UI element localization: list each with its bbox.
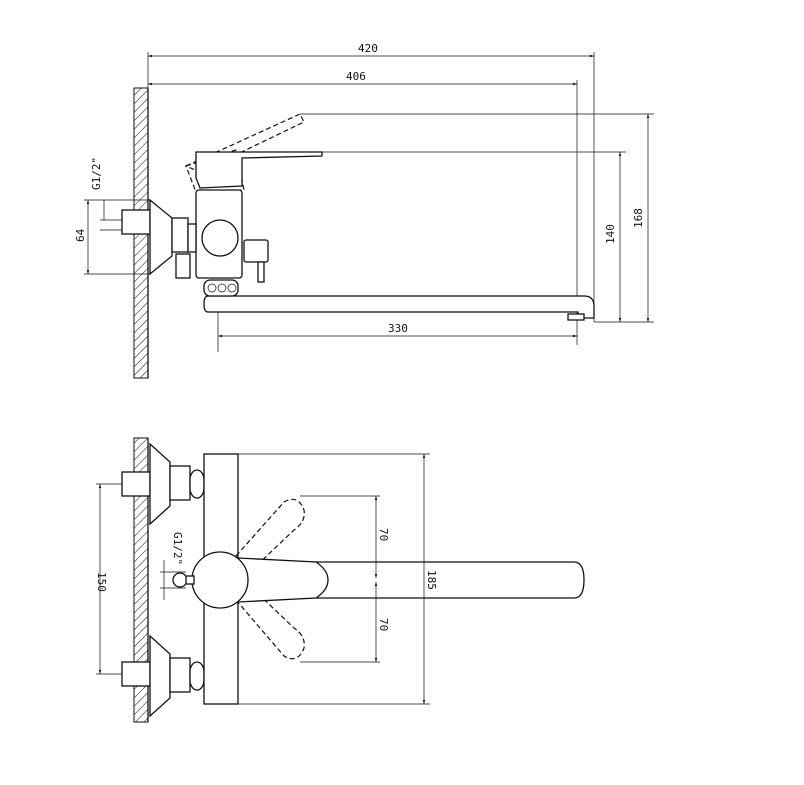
bottom-view: G1/2" 150 70 70 185 — [95, 437, 585, 723]
dim-body-height: 185 — [238, 453, 438, 705]
knob-bottom — [191, 551, 249, 609]
dim-spout-reach: 330 — [217, 312, 577, 352]
inlet-cone-top — [149, 198, 173, 276]
spout-top — [203, 295, 595, 319]
inlet-upper — [149, 442, 171, 526]
lever-dashed-up — [235, 498, 305, 571]
thread-label-top: G1/2" — [90, 157, 103, 190]
dim-overall-width: 420 — [147, 42, 595, 322]
dim-140-label: 140 — [604, 224, 617, 244]
dim-70-upper-label: 70 — [377, 528, 390, 541]
lever-dashed-top — [184, 113, 305, 173]
top-view: 420 406 — [74, 42, 654, 379]
dim-width-to-spout: 406 — [148, 70, 578, 345]
inlet-lower — [149, 634, 171, 718]
dim-lever-swing: 70 70 — [300, 495, 390, 663]
dim-inlet-spacing: 150 — [95, 483, 122, 675]
dim-330-label: 330 — [388, 322, 408, 335]
dim-185-label: 185 — [425, 570, 438, 590]
lever-dashed-down — [235, 587, 305, 660]
dim-70-lower-label: 70 — [377, 618, 390, 631]
lever-bottom — [237, 557, 329, 603]
dim-thread-bottom: G1/2" — [160, 532, 186, 600]
knob-top — [201, 219, 239, 257]
dim-406-label: 406 — [346, 70, 366, 83]
thread-label-bottom: G1/2" — [171, 532, 184, 565]
dim-heights: 140 168 — [300, 113, 654, 323]
dim-168-label: 168 — [632, 208, 645, 228]
dim-inlet: G1/2" 64 — [74, 157, 150, 275]
dim-150-label: 150 — [95, 572, 108, 592]
dim-420-label: 420 — [358, 42, 378, 55]
dim-64-label: 64 — [74, 228, 87, 242]
lever-top — [195, 151, 323, 189]
